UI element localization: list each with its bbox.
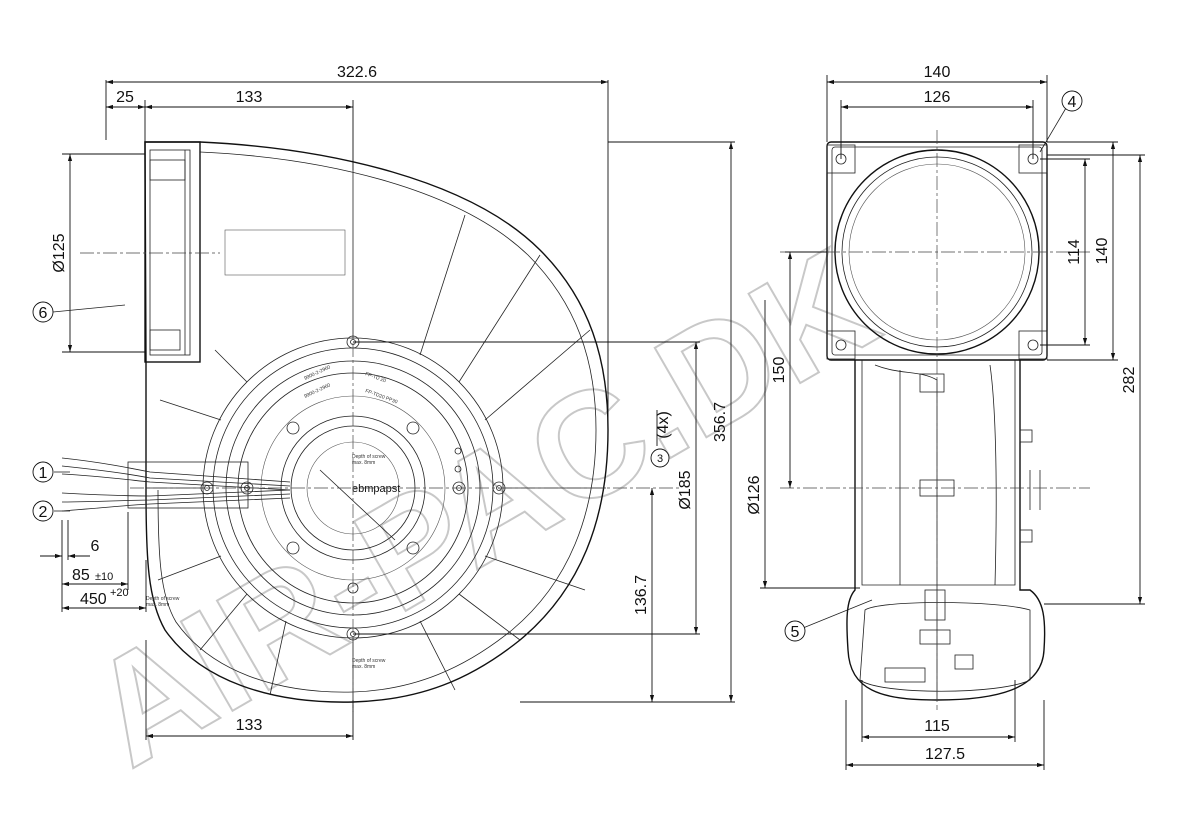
dim-cable-sleeve-tol: ±10 — [95, 571, 113, 583]
dim-inlet-diameter: Ø126 — [746, 475, 763, 514]
svg-text:AIR-PAC.DK: AIR-PAC.DK — [62, 216, 901, 798]
outlet-duct — [144, 141, 201, 363]
cables — [61, 457, 291, 512]
dim-bottom-width: 133 — [236, 717, 263, 734]
svg-text:9900-2-2960: 9900-2-2960 — [303, 364, 331, 382]
balloon-3: 3 — [657, 453, 663, 465]
dim-center-offset: 150 — [771, 357, 788, 384]
dim-overall-width: 322.6 — [337, 64, 377, 81]
hole-count-label: (4x) — [655, 411, 672, 439]
dim-front-overall-height: 282 — [1121, 367, 1138, 394]
svg-text:max. 8mm: max. 8mm — [146, 602, 169, 608]
balloon-1: 1 — [39, 465, 48, 482]
dim-hole-spacing: 114 — [1066, 239, 1083, 265]
dim-overall-height: 356.7 — [712, 402, 729, 442]
dim-bottom-inner: 115 — [924, 718, 950, 735]
dim-bottom-overall: 127.5 — [925, 746, 965, 763]
dim-outlet-offset: 25 — [116, 89, 134, 106]
balloon-5: 5 — [791, 624, 800, 641]
balloon-6: 6 — [39, 305, 48, 322]
svg-text:FP-TD20 PP30: FP-TD20 PP30 — [364, 388, 398, 405]
svg-text:Depth of screw: Depth of screw — [352, 658, 386, 664]
svg-text:max. 8mm: max. 8mm — [352, 460, 375, 466]
side-view: Depth of screw max. 8mm ebmpapst Depth o… — [32, 64, 735, 740]
svg-text:Depth of screw: Depth of screw — [352, 454, 386, 460]
dim-center-height: 136.7 — [633, 575, 650, 615]
dim-outlet-diameter: Ø125 — [51, 233, 68, 272]
svg-text:FP-TD 20: FP-TD 20 — [364, 371, 387, 384]
dim-bolt-circle: Ø185 — [677, 470, 694, 509]
housing-outline — [144, 141, 609, 703]
dim-cable-length: 450 — [80, 591, 107, 608]
dim-cable-sleeve: 85 — [72, 567, 90, 584]
watermark: AIR-PAC.DK — [61, 215, 902, 799]
dim-front-inner-width: 126 — [924, 89, 951, 106]
balloon-2: 2 — [39, 504, 48, 521]
blower-body — [846, 360, 1046, 701]
dim-outlet-to-center: 133 — [236, 89, 263, 106]
dim-cable-length-tol: +20 — [110, 587, 129, 599]
dim-front-overall-width: 140 — [924, 64, 951, 81]
balloon-4: 4 — [1068, 94, 1077, 111]
front-view: 140 126 4 114 140 282 150 Ø126 — [746, 64, 1145, 770]
dim-cable-strip: 6 — [91, 538, 100, 555]
dim-flange-height: 140 — [1094, 238, 1111, 265]
svg-text:ebmpapst: ebmpapst — [352, 483, 400, 495]
svg-text:Depth of screw: Depth of screw — [146, 596, 180, 602]
svg-text:max. 8mm: max. 8mm — [352, 664, 375, 670]
svg-text:9900-2-2960: 9900-2-2960 — [303, 382, 331, 400]
housing-inner-outline — [157, 151, 597, 693]
